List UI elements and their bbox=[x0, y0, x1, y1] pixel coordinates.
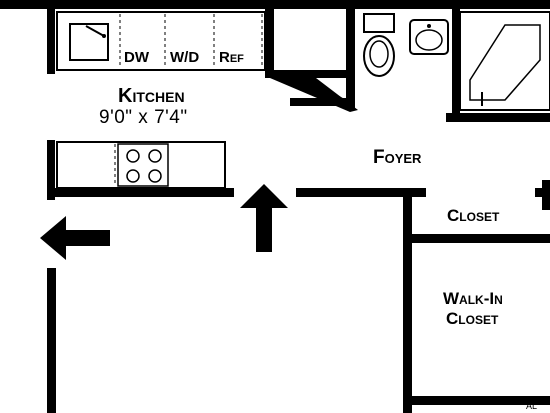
left-lower-wall bbox=[47, 268, 56, 413]
bathroom-wall bbox=[346, 0, 355, 108]
walk-in-closet-label-line1: Walk-In bbox=[443, 289, 503, 308]
closet-left-wall bbox=[403, 192, 412, 413]
kitchen-right-wall bbox=[265, 0, 274, 78]
bathroom-sink bbox=[409, 19, 449, 55]
closet-bottom-wall bbox=[407, 396, 550, 405]
corner-text: AL bbox=[526, 401, 538, 411]
walk-in-closet-label-line2: Closet bbox=[446, 309, 499, 328]
kitchen-bottom-wall bbox=[47, 188, 234, 197]
bath-bottom-wall bbox=[446, 113, 550, 122]
dishwasher-label: DW bbox=[124, 49, 149, 66]
closet-divider-wall bbox=[407, 234, 550, 243]
top-wall bbox=[0, 0, 550, 9]
washer-dryer-label: W/D bbox=[170, 49, 200, 66]
refrigerator-label: Ref bbox=[219, 49, 244, 66]
cooktop bbox=[117, 143, 169, 187]
foyer-wall-segment bbox=[296, 188, 426, 197]
foyer-label: Foyer bbox=[373, 147, 422, 168]
kitchen-label: Kitchen bbox=[118, 85, 185, 107]
kitchen-dimensions: 9'0" x 7'4" bbox=[99, 107, 188, 128]
kitchen-sink bbox=[69, 23, 109, 61]
closet-label: Closet bbox=[447, 206, 500, 225]
kitchen-left-wall bbox=[47, 0, 55, 74]
entry-arrow-up bbox=[240, 184, 288, 252]
toilet bbox=[363, 13, 395, 77]
exit-arrow-left bbox=[40, 216, 110, 260]
kitchen-left-wall-lower bbox=[47, 140, 55, 200]
bathtub bbox=[459, 11, 550, 111]
